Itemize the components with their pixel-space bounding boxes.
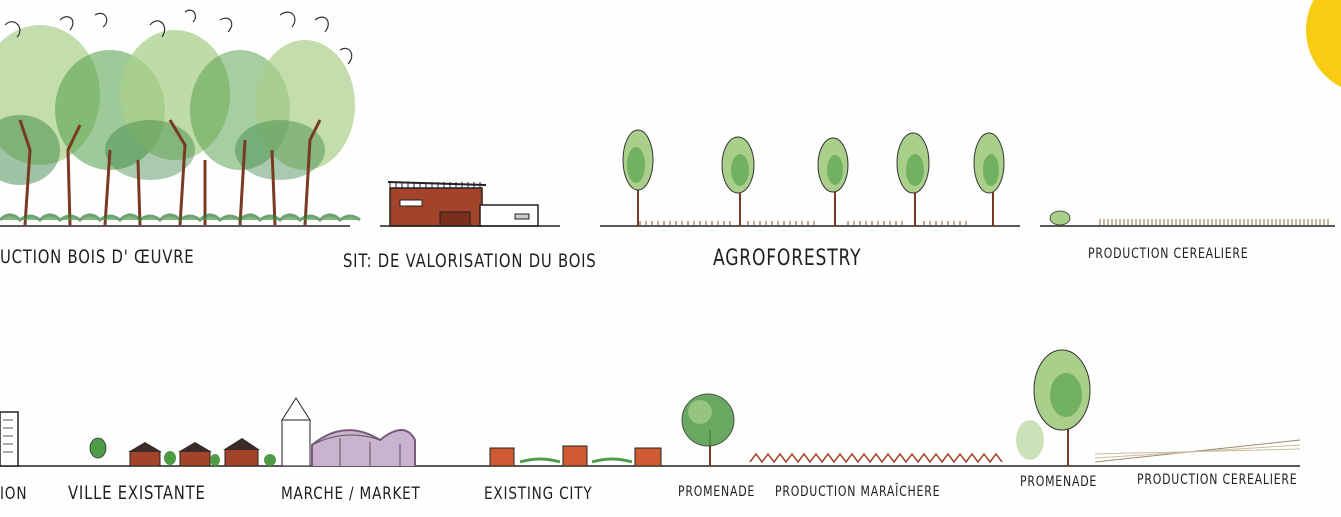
cereal-field-bottom	[1094, 439, 1301, 463]
label-valorisation-bois: SIT: DE VALORISATION DU BOIS	[343, 250, 597, 272]
accent-circle	[1306, 0, 1341, 88]
forest-cluster	[0, 9, 361, 227]
agroforestry-strip	[600, 129, 1020, 227]
label-marche-market: MARCHE / MARKET	[281, 484, 421, 504]
agro-tree-2	[721, 136, 755, 226]
valorisation-building	[380, 181, 560, 227]
existing-houses	[89, 437, 276, 467]
label-production-cerealiere-bottom: PRODUCTION CEREALIERE	[1137, 472, 1298, 488]
agro-tree-5	[973, 132, 1005, 226]
promenade-tree-2	[1016, 349, 1091, 466]
apartment-block	[0, 411, 19, 467]
label-production-maraichere: PRODUCTION MARAÎCHERE	[775, 484, 941, 500]
market-hall	[281, 397, 416, 467]
label-ion: ION	[0, 484, 28, 504]
label-existing-city: EXISTING CITY	[484, 484, 593, 504]
agro-tree-4	[896, 132, 930, 226]
city-row	[489, 445, 662, 467]
label-production-cerealiere-top: PRODUCTION CEREALIERE	[1088, 246, 1249, 262]
label-ville-existante: VILLE EXISTANTE	[68, 482, 206, 504]
label-agroforestry: AGROFORESTRY	[713, 246, 862, 271]
cereal-field-top	[1040, 210, 1335, 227]
label-bois-oeuvre: UCTION BOIS D' ŒUVRE	[0, 246, 195, 268]
agro-tree-1	[622, 129, 654, 226]
agro-tree-3	[817, 137, 849, 226]
market-garden-rows	[749, 452, 1003, 464]
promenade-tree-1	[681, 393, 735, 466]
label-promenade-2: PROMENADE	[1020, 474, 1098, 490]
label-promenade-1: PROMENADE	[678, 484, 756, 500]
